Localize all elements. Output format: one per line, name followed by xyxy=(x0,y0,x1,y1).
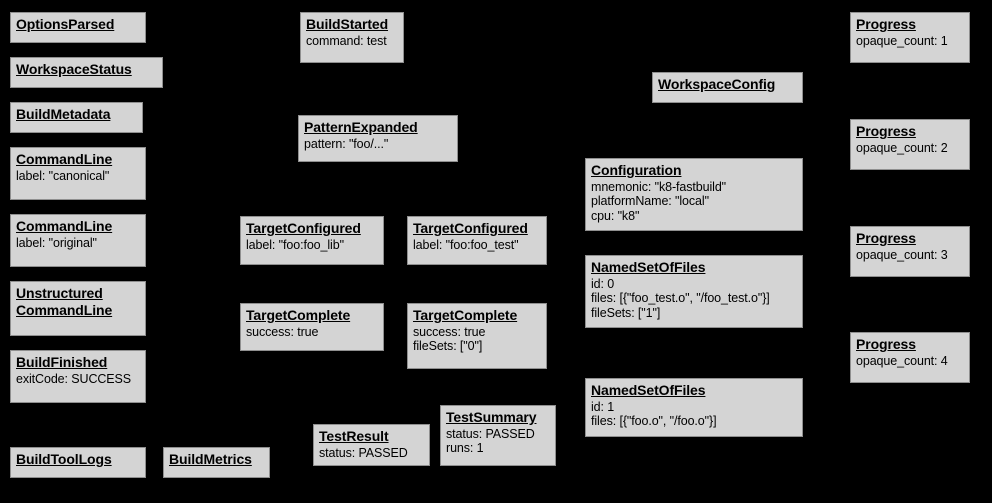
node-field: label: "foo:foo_test" xyxy=(413,237,519,252)
node-title: NamedSetOfFiles xyxy=(591,382,706,398)
node-title: BuildMetadata xyxy=(16,106,111,122)
node-fields: exitCode: SUCCESS xyxy=(16,372,140,387)
node-title: Progress xyxy=(856,230,916,246)
node-field: platformName: "local" xyxy=(591,194,709,209)
node-field: cpu: "k8" xyxy=(591,209,640,224)
node-build-tool-logs[interactable]: BuildToolLogs xyxy=(10,447,146,478)
node-field: files: [{"foo.o", "/foo.o"}] xyxy=(591,414,717,429)
node-unstructured-command-line[interactable]: Unstructured CommandLine xyxy=(10,281,146,336)
node-field: status: PASSED xyxy=(446,426,535,441)
node-fields: label: "canonical" xyxy=(16,169,140,184)
node-field: label: "canonical" xyxy=(16,168,110,183)
node-fields: label: "foo:foo_test" xyxy=(413,238,541,253)
node-fields: opaque_count: 1 xyxy=(856,34,964,49)
node-fields: label: "foo:foo_lib" xyxy=(246,238,378,253)
node-fields: success: true xyxy=(246,325,378,340)
node-title: BuildMetrics xyxy=(169,451,252,467)
node-fields: status: PASSED xyxy=(319,446,424,461)
node-field: label: "original" xyxy=(16,235,97,250)
node-workspace-status[interactable]: WorkspaceStatus xyxy=(10,57,163,88)
node-field: files: [{"foo_test.o", "/foo_test.o"}] xyxy=(591,291,770,306)
node-field: runs: 1 xyxy=(446,441,484,456)
node-field: label: "foo:foo_lib" xyxy=(246,237,344,252)
node-field: opaque_count: 3 xyxy=(856,247,948,262)
node-fields: mnemonic: "k8-fastbuild"platformName: "l… xyxy=(591,180,797,224)
node-title: WorkspaceConfig xyxy=(658,76,776,92)
node-fields: opaque_count: 4 xyxy=(856,354,964,369)
node-title: BuildFinished xyxy=(16,354,108,370)
node-title: WorkspaceStatus xyxy=(16,61,132,77)
node-title: CommandLine xyxy=(16,151,113,167)
node-field: fileSets: ["0"] xyxy=(413,339,483,354)
node-fields: command: test xyxy=(306,34,398,49)
node-title: TestResult xyxy=(319,428,389,444)
node-title: TestSummary xyxy=(446,409,537,425)
node-fields: label: "original" xyxy=(16,236,140,251)
node-title: TargetConfigured xyxy=(246,220,361,236)
node-fields: opaque_count: 3 xyxy=(856,248,964,263)
node-field: fileSets: ["1"] xyxy=(591,306,661,321)
node-title: NamedSetOfFiles xyxy=(591,259,706,275)
node-title: OptionsParsed xyxy=(16,16,115,32)
node-field: status: PASSED xyxy=(319,445,408,460)
node-title: Progress xyxy=(856,123,916,139)
node-title: CommandLine xyxy=(16,218,113,234)
node-title: BuildStarted xyxy=(306,16,389,32)
node-title: TargetComplete xyxy=(246,307,351,323)
node-title: TargetComplete xyxy=(413,307,518,323)
node-build-metadata[interactable]: BuildMetadata xyxy=(10,102,143,133)
node-title: Configuration xyxy=(591,162,682,178)
node-title: Progress xyxy=(856,16,916,32)
node-build-metrics[interactable]: BuildMetrics xyxy=(163,447,270,478)
node-field: opaque_count: 2 xyxy=(856,140,948,155)
node-field: command: test xyxy=(306,33,387,48)
node-field: success: true xyxy=(246,324,319,339)
node-title: PatternExpanded xyxy=(304,119,418,135)
node-title: TargetConfigured xyxy=(413,220,528,236)
node-title: Progress xyxy=(856,336,916,352)
node-field: id: 1 xyxy=(591,399,615,414)
node-fields: opaque_count: 2 xyxy=(856,141,964,156)
node-field: exitCode: SUCCESS xyxy=(16,371,132,386)
node-title: Unstructured CommandLine xyxy=(16,285,113,318)
node-field: success: true xyxy=(413,324,486,339)
node-fields: pattern: "foo/..." xyxy=(304,137,452,152)
node-workspace-config[interactable]: WorkspaceConfig xyxy=(652,72,803,103)
node-field: mnemonic: "k8-fastbuild" xyxy=(591,179,727,194)
node-field: opaque_count: 4 xyxy=(856,353,948,368)
node-options-parsed[interactable]: OptionsParsed xyxy=(10,12,146,43)
node-title: BuildToolLogs xyxy=(16,451,112,467)
node-field: pattern: "foo/..." xyxy=(304,136,389,151)
node-field: opaque_count: 1 xyxy=(856,33,948,48)
node-field: id: 0 xyxy=(591,276,615,291)
